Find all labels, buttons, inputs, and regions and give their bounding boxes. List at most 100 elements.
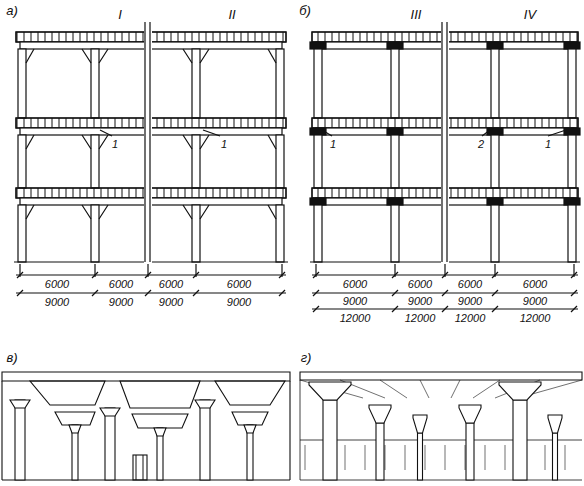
window-mullion	[465, 445, 466, 470]
slab-edge	[300, 372, 582, 380]
column-capital	[82, 49, 108, 63]
beam-coffer	[215, 381, 285, 405]
column	[15, 400, 25, 480]
column	[91, 49, 99, 118]
callout-number: 1	[112, 139, 118, 150]
dimension-tick	[17, 290, 23, 296]
dimension: 6000	[159, 279, 183, 290]
mushroom-capital	[459, 405, 481, 423]
column	[491, 135, 499, 188]
dimension-tick	[193, 290, 199, 296]
column	[91, 205, 99, 262]
extension-line	[281, 264, 282, 277]
dimension-line	[16, 292, 286, 293]
column-capital	[268, 205, 276, 219]
dimension-tick	[492, 306, 498, 312]
slab-edge	[2, 372, 290, 381]
dimension: 12000	[520, 313, 551, 324]
joint	[564, 128, 580, 135]
joint	[387, 42, 403, 49]
dimension-tick	[571, 290, 577, 296]
extension-line	[19, 264, 20, 277]
roman-numeral: II	[228, 8, 235, 21]
window-mullion	[445, 445, 446, 470]
column	[314, 205, 322, 262]
ceiling-line	[420, 380, 429, 398]
break-line	[441, 22, 442, 262]
dimension-tick	[279, 290, 285, 296]
beam-coffer	[55, 412, 95, 425]
leader-line	[100, 130, 112, 136]
dimension: 6000	[343, 279, 367, 290]
dimension-tick	[392, 290, 398, 296]
dimension: 12000	[405, 313, 436, 324]
roman-numeral: III	[411, 8, 422, 21]
dimension-tick	[313, 306, 319, 312]
dimension: 12000	[455, 313, 486, 324]
break-line	[144, 22, 145, 262]
dimension: 9000	[109, 297, 133, 308]
joint	[387, 128, 403, 135]
dimension-tick	[442, 290, 448, 296]
dimension: 9000	[458, 296, 482, 307]
column	[491, 205, 499, 262]
callout-number: 1	[545, 139, 551, 150]
beam-coffer	[232, 412, 268, 425]
door	[133, 455, 147, 480]
column	[568, 205, 576, 262]
dimension-tick	[145, 290, 151, 296]
column-capital	[244, 425, 256, 433]
mushroom-capital	[548, 415, 562, 433]
dimension: 6000	[45, 279, 69, 290]
extension-line	[147, 264, 148, 277]
extension-line	[444, 264, 445, 277]
roman-numeral: I	[118, 8, 122, 21]
break-line	[149, 22, 150, 262]
column-capital	[183, 135, 209, 149]
mushroom-capital	[369, 405, 391, 423]
joint	[487, 128, 503, 135]
window-mullion	[565, 445, 566, 470]
ceiling-line	[380, 380, 407, 398]
column-capital	[69, 425, 81, 433]
column	[513, 400, 527, 480]
dimension-line	[16, 274, 286, 275]
window-mullion	[365, 445, 366, 470]
column-capital	[183, 49, 209, 63]
panel-letter: г)	[301, 351, 312, 364]
dimension: 6000	[523, 279, 547, 290]
column-capital	[154, 428, 166, 436]
joint	[310, 42, 326, 49]
leader-line	[203, 130, 220, 136]
dimension: 9000	[227, 297, 251, 308]
ceiling-line	[473, 380, 500, 398]
callout-number: 1	[330, 139, 336, 150]
column	[553, 433, 558, 480]
dimension-tick	[492, 290, 498, 296]
column	[568, 135, 576, 188]
beam-coffer	[132, 414, 188, 428]
column	[91, 135, 99, 188]
joint	[564, 198, 580, 205]
column-capital	[10, 400, 30, 408]
panel-letter: а)	[6, 4, 18, 17]
leader-line	[322, 130, 332, 136]
dimension: 9000	[159, 297, 183, 308]
column-capital	[82, 135, 108, 149]
room-outline	[300, 380, 582, 480]
dimension-tick	[442, 306, 448, 312]
column-capital	[82, 205, 108, 219]
leader-line	[548, 130, 566, 136]
window-mullion	[545, 445, 546, 470]
column	[391, 49, 399, 118]
callout-number: 2	[478, 139, 484, 150]
window-mullion	[425, 445, 426, 470]
column	[466, 423, 474, 480]
mushroom-capital	[309, 382, 351, 400]
joint	[310, 198, 326, 205]
window-mullion	[385, 445, 386, 470]
joint	[487, 42, 503, 49]
joint	[564, 42, 580, 49]
column	[391, 205, 399, 262]
window-mullion	[345, 445, 346, 470]
